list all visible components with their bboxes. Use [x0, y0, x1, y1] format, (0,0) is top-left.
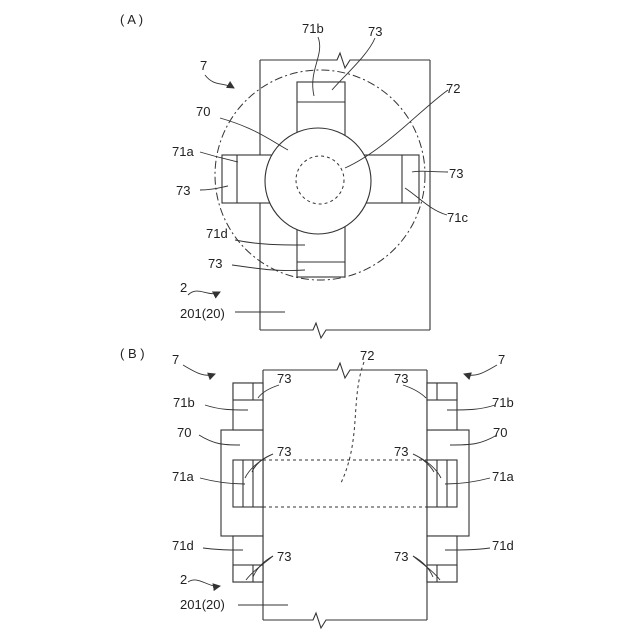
frame-201-b: [263, 363, 427, 628]
unit-left: [221, 383, 263, 582]
label-7: 7: [200, 58, 207, 73]
label-71c: 71c: [447, 210, 468, 225]
label-73-r3: 73: [394, 549, 408, 564]
label-72-b: 72: [360, 348, 374, 363]
label-73-r2: 73: [394, 444, 408, 459]
label-70-right: 70: [493, 425, 507, 440]
label-2: 2: [180, 280, 187, 295]
label-70: 70: [196, 104, 210, 119]
label-7-right: 7: [498, 352, 505, 367]
label-72: 72: [446, 81, 460, 96]
panel-b-label: ( B ): [120, 346, 145, 361]
shaft-72-b: [263, 460, 427, 507]
unit-right: [427, 383, 469, 582]
hub-70: [265, 128, 371, 234]
panel-a: ( A ): [120, 12, 468, 338]
label-71a-right: 71a: [492, 469, 514, 484]
label-201: 201(20): [180, 306, 225, 321]
label-73-top: 73: [368, 24, 382, 39]
label-71d: 71d: [206, 226, 228, 241]
label-2-b: 2: [180, 572, 187, 587]
label-73-l1: 73: [277, 371, 291, 386]
label-73-right: 73: [449, 166, 463, 181]
label-73-r1: 73: [394, 371, 408, 386]
label-201-b: 201(20): [180, 597, 225, 612]
label-73-l3: 73: [277, 549, 291, 564]
label-71d-left: 71d: [172, 538, 194, 553]
panel-a-label: ( A ): [120, 12, 143, 27]
label-71a: 71a: [172, 144, 194, 159]
label-73-left: 73: [176, 183, 190, 198]
label-73-l2: 73: [277, 444, 291, 459]
panel-b: ( B ): [120, 346, 514, 628]
label-71b: 71b: [302, 21, 324, 36]
label-71b-left: 71b: [173, 395, 195, 410]
label-71b-right: 71b: [492, 395, 514, 410]
label-71d-right: 71d: [492, 538, 514, 553]
label-7-left: 7: [172, 352, 179, 367]
label-70-left: 70: [177, 425, 191, 440]
label-73-bottom: 73: [208, 256, 222, 271]
label-71a-left: 71a: [172, 469, 194, 484]
